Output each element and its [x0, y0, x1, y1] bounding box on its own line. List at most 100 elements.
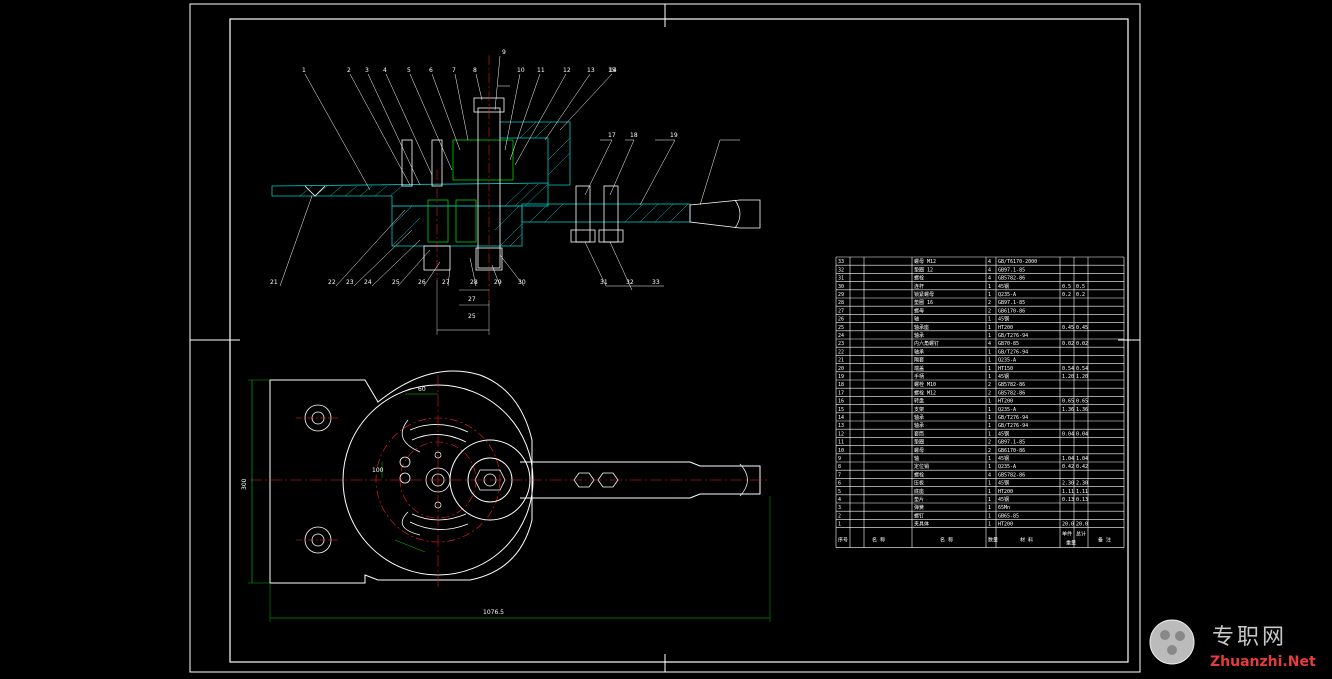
bom-cell-name: 支架 [914, 406, 924, 413]
bom-cell-qty: 1 [988, 358, 991, 364]
balloon-bottom-21: 21 [270, 279, 278, 286]
bom-cell-name: 轴承 [914, 414, 924, 421]
bom-cell-name: 垫片 [914, 496, 924, 503]
handle-end-section [689, 199, 761, 229]
bom-cell-material: GB/T276-94 [998, 349, 1028, 355]
bom-cell-qty: 2 [988, 300, 991, 306]
balloon-top-6: 6 [429, 67, 433, 74]
bom-cell-qty: 1 [988, 456, 991, 462]
bom-cell-total-weight: 0.2 [1076, 292, 1085, 298]
balloon-top-14: 14 [609, 67, 617, 74]
bom-cell-name: 垫圈 [914, 439, 924, 446]
angle-dim [394, 539, 426, 553]
arm-bolt-2 [603, 185, 619, 243]
watermark-logo-dot-2 [1175, 631, 1185, 641]
bom-cell-number: 6 [838, 481, 841, 487]
bom-cell-unit-weight: 0.45 [1062, 325, 1074, 331]
watermark-logo-dot-1 [1160, 630, 1170, 640]
bom-cell-qty: 1 [988, 423, 991, 429]
bom-cell-name: 压板 [914, 480, 924, 487]
plan-view [248, 370, 771, 622]
bom-cell-total-weight: 1.04 [1076, 456, 1088, 462]
small-dim-label-1: 60 [418, 386, 426, 393]
upper-bearing-block [452, 139, 514, 181]
bom-cell-unit-weight: 0.02 [1062, 341, 1074, 347]
bom-header-number: 序号 [838, 537, 848, 544]
bom-cell-qty: 1 [988, 317, 991, 323]
balloon-top-8: 8 [473, 67, 477, 74]
bom-cell-name: 底座 [914, 488, 924, 495]
bom-cell-total-weight: 0.13 [1076, 497, 1088, 503]
balloon-bottom-28: 28 [470, 279, 478, 286]
bom-cell-number: 31 [838, 276, 844, 282]
bom-cell-material: 45钢 [998, 480, 1009, 487]
bom-cell-material: GB5782-86 [998, 390, 1025, 396]
balloon-top-7: 7 [452, 67, 456, 74]
bom-cell-qty: 4 [988, 276, 991, 282]
small-dim-label-2: 100 [372, 467, 384, 474]
balloon-top-15: 15 [608, 67, 616, 74]
balloon-top-9: 9 [502, 49, 506, 56]
bom-cell-material: 45钢 [998, 373, 1009, 380]
bom-cell-number: 1 [838, 522, 841, 528]
bom-cell-name: 轴承 [914, 332, 924, 339]
small-dim-label-4: 25 [468, 313, 476, 320]
bom-cell-qty: 1 [988, 513, 991, 519]
bom-cell-number: 27 [838, 308, 844, 314]
balloon-bottom-32: 32 [626, 279, 634, 286]
bom-cell-material: GB/T276-94 [998, 333, 1028, 339]
bom-cell-material: GB97.1-85 [998, 300, 1025, 306]
bom-cell-unit-weight: 20.0 [1062, 522, 1074, 528]
bom-cell-material: Q235-A [998, 407, 1016, 413]
bom-header-total: 总计 [1076, 531, 1086, 538]
bom-cell-name: 螺栓 [914, 471, 924, 478]
arc-slot-top [409, 424, 469, 443]
bom-cell-total-weight: 1.36 [1076, 407, 1088, 413]
bom-cell-unit-weight: 0.5 [1062, 284, 1071, 290]
balloon-top-13: 13 [587, 67, 595, 74]
bom-cell-unit-weight: 1.04 [1062, 456, 1074, 462]
bom-cell-number: 10 [838, 448, 844, 454]
balloon-bottom-22: 22 [328, 279, 336, 286]
balloon-top-3: 3 [365, 67, 369, 74]
balloon-bottom-27: 27 [442, 279, 450, 286]
balloon-right-19: 19 [670, 132, 678, 139]
slot-hook-top [401, 419, 421, 453]
bom-cell-number: 30 [838, 284, 844, 290]
bom-cell-number: 28 [838, 300, 844, 306]
bom-cell-number: 22 [838, 349, 844, 355]
countersink-left [304, 185, 326, 197]
slot-hook-bottom [401, 511, 421, 536]
upper-bracket [499, 121, 571, 186]
balloon-top-1: 1 [302, 67, 306, 74]
balloon-bottom-25: 25 [392, 279, 400, 286]
bom-cell-qty: 1 [988, 497, 991, 503]
bom-cell-material: 65Mn [998, 505, 1010, 511]
balloon-bottom-31: 31 [600, 279, 608, 286]
bom-cell-name: 锁紧螺母 [914, 291, 934, 298]
bom-cell-qty: 1 [988, 284, 991, 290]
bottom-leaders [279, 195, 664, 291]
bom-cell-qty: 1 [988, 366, 991, 372]
bom-cell-name: 轴承座 [914, 324, 929, 331]
bom-cell-material: HT150 [998, 366, 1013, 372]
bom-cell-number: 20 [838, 366, 844, 372]
bom-cell-number: 7 [838, 472, 841, 478]
bom-header-name: 名 称 [872, 537, 885, 544]
bom-cell-material: GB5782-86 [998, 382, 1025, 388]
watermark-chinese: 专职网 [1212, 625, 1287, 650]
bom-cell-qty: 1 [988, 481, 991, 487]
balloon-bottom-24: 24 [364, 279, 372, 286]
bom-cell-material: GB/T6170-2000 [998, 259, 1037, 265]
bom-cell-total-weight: 2.30 [1076, 481, 1088, 487]
bom-cell-qty: 1 [988, 489, 991, 495]
lever-arm-section [521, 203, 691, 223]
bom-cell-name: 螺母 [914, 447, 924, 454]
bom-cell-name: 轴 [914, 455, 919, 462]
section-view [271, 55, 761, 335]
bearing-right-block [455, 199, 477, 243]
balloon-right-18: 18 [630, 132, 638, 139]
balloon-top-12: 12 [563, 67, 571, 74]
